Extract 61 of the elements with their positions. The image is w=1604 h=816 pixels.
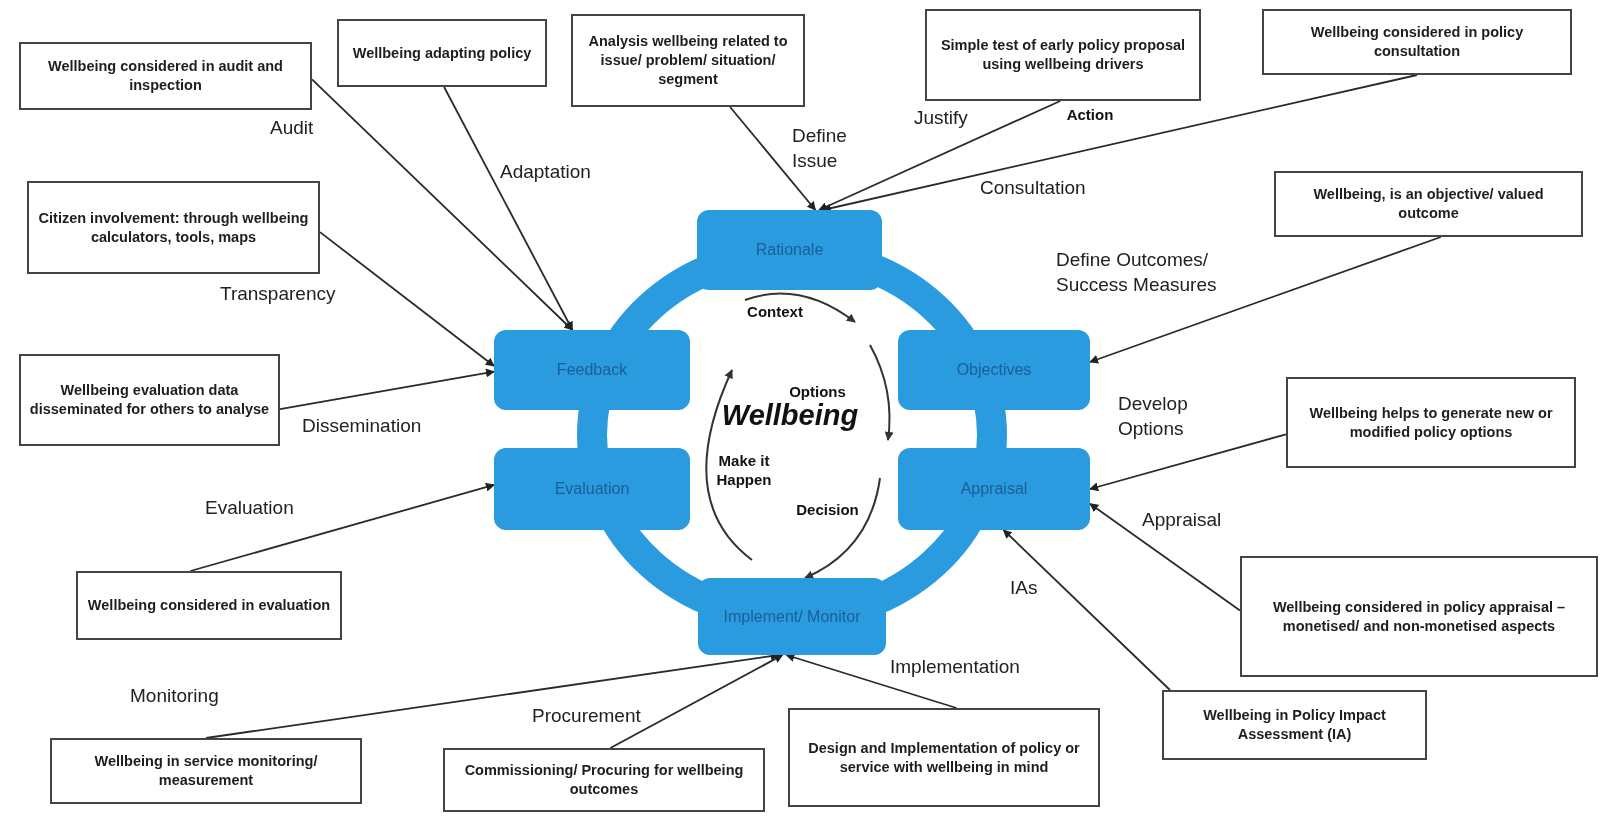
arrow xyxy=(729,106,817,211)
note-box xyxy=(443,748,765,812)
node-text: Wellbeing considered in policy consultation xyxy=(1309,23,1525,61)
arrow xyxy=(443,86,574,331)
note-box xyxy=(1262,9,1572,75)
arrow xyxy=(1089,502,1241,612)
node-text: Appraisal xyxy=(960,480,1028,498)
node-text: Wellbeing considered in audit and inspection xyxy=(47,57,284,95)
stage-box xyxy=(698,578,886,655)
node-text: Wellbeing, is an objective/ valued outcome xyxy=(1312,185,1545,223)
node-text: Wellbeing in service monitoring/ measurement xyxy=(93,752,319,790)
arrow xyxy=(311,78,574,331)
cycle-label: Options xyxy=(788,383,847,402)
node-text: Evaluation xyxy=(554,480,630,498)
node-text: Wellbeing in Policy Impact Assessment (IA) xyxy=(1202,706,1387,744)
arrow xyxy=(1089,236,1442,364)
note-box xyxy=(76,571,342,640)
node-text: Wellbeing evaluation data disseminated for others to analyse xyxy=(29,381,270,419)
arrow xyxy=(818,100,1062,211)
node-text: Implement/ Monitor xyxy=(723,607,861,626)
node-text: Commissioning/ Procuring for wellbeing outcomes xyxy=(463,761,745,799)
note-box xyxy=(1240,556,1598,677)
node-text: Wellbeing helps to generate new or modified policy options xyxy=(1308,403,1554,442)
cycle-label: Context xyxy=(746,303,804,322)
node-text: Analysis wellbeing related to issue/ problem/ situation/ segment xyxy=(587,32,789,89)
arrow xyxy=(279,368,495,411)
note-box xyxy=(27,181,320,274)
node-text: Citizen involvement: through wellbeing calculators, tools, maps xyxy=(37,208,310,247)
arrow xyxy=(189,482,495,572)
center-title: Wellbeing xyxy=(720,399,860,433)
cycle-label: Action xyxy=(1065,106,1115,125)
arrow xyxy=(609,654,784,749)
note-box xyxy=(571,14,805,107)
node-text: Wellbeing considered in policy appraisal – monetised/ and non-monetised aspects xyxy=(1271,597,1567,636)
stage-box xyxy=(898,330,1090,410)
note-box xyxy=(925,9,1201,101)
note-box xyxy=(1274,171,1583,237)
node-text: Rationale xyxy=(755,241,824,259)
note-box xyxy=(1162,690,1427,760)
note-box xyxy=(19,354,280,446)
cycle-label: Decision xyxy=(795,501,860,520)
stage-box xyxy=(697,210,882,290)
arrow xyxy=(785,653,958,709)
note-box xyxy=(788,708,1100,807)
arrow xyxy=(1002,529,1171,691)
node-text: Objectives xyxy=(956,361,1032,379)
note-box xyxy=(1286,377,1576,468)
arrow xyxy=(1089,433,1287,492)
note-box xyxy=(19,42,312,110)
node-text: Wellbeing adapting policy xyxy=(352,43,532,63)
node-text: Feedback xyxy=(556,361,628,379)
node-text: Wellbeing considered in evaluation xyxy=(87,596,331,615)
note-box xyxy=(50,738,362,804)
note-box xyxy=(337,19,547,87)
stage-box xyxy=(494,330,690,410)
cycle-label: Make it Happen xyxy=(715,452,773,490)
node-text: Design and Implementation of policy or service with wellbeing in mind xyxy=(807,738,1081,777)
stage-box xyxy=(494,448,690,530)
arrow xyxy=(319,231,495,367)
stage-box xyxy=(898,448,1090,530)
node-text: Simple test of early policy proposal using wellbeing drivers xyxy=(939,36,1187,74)
